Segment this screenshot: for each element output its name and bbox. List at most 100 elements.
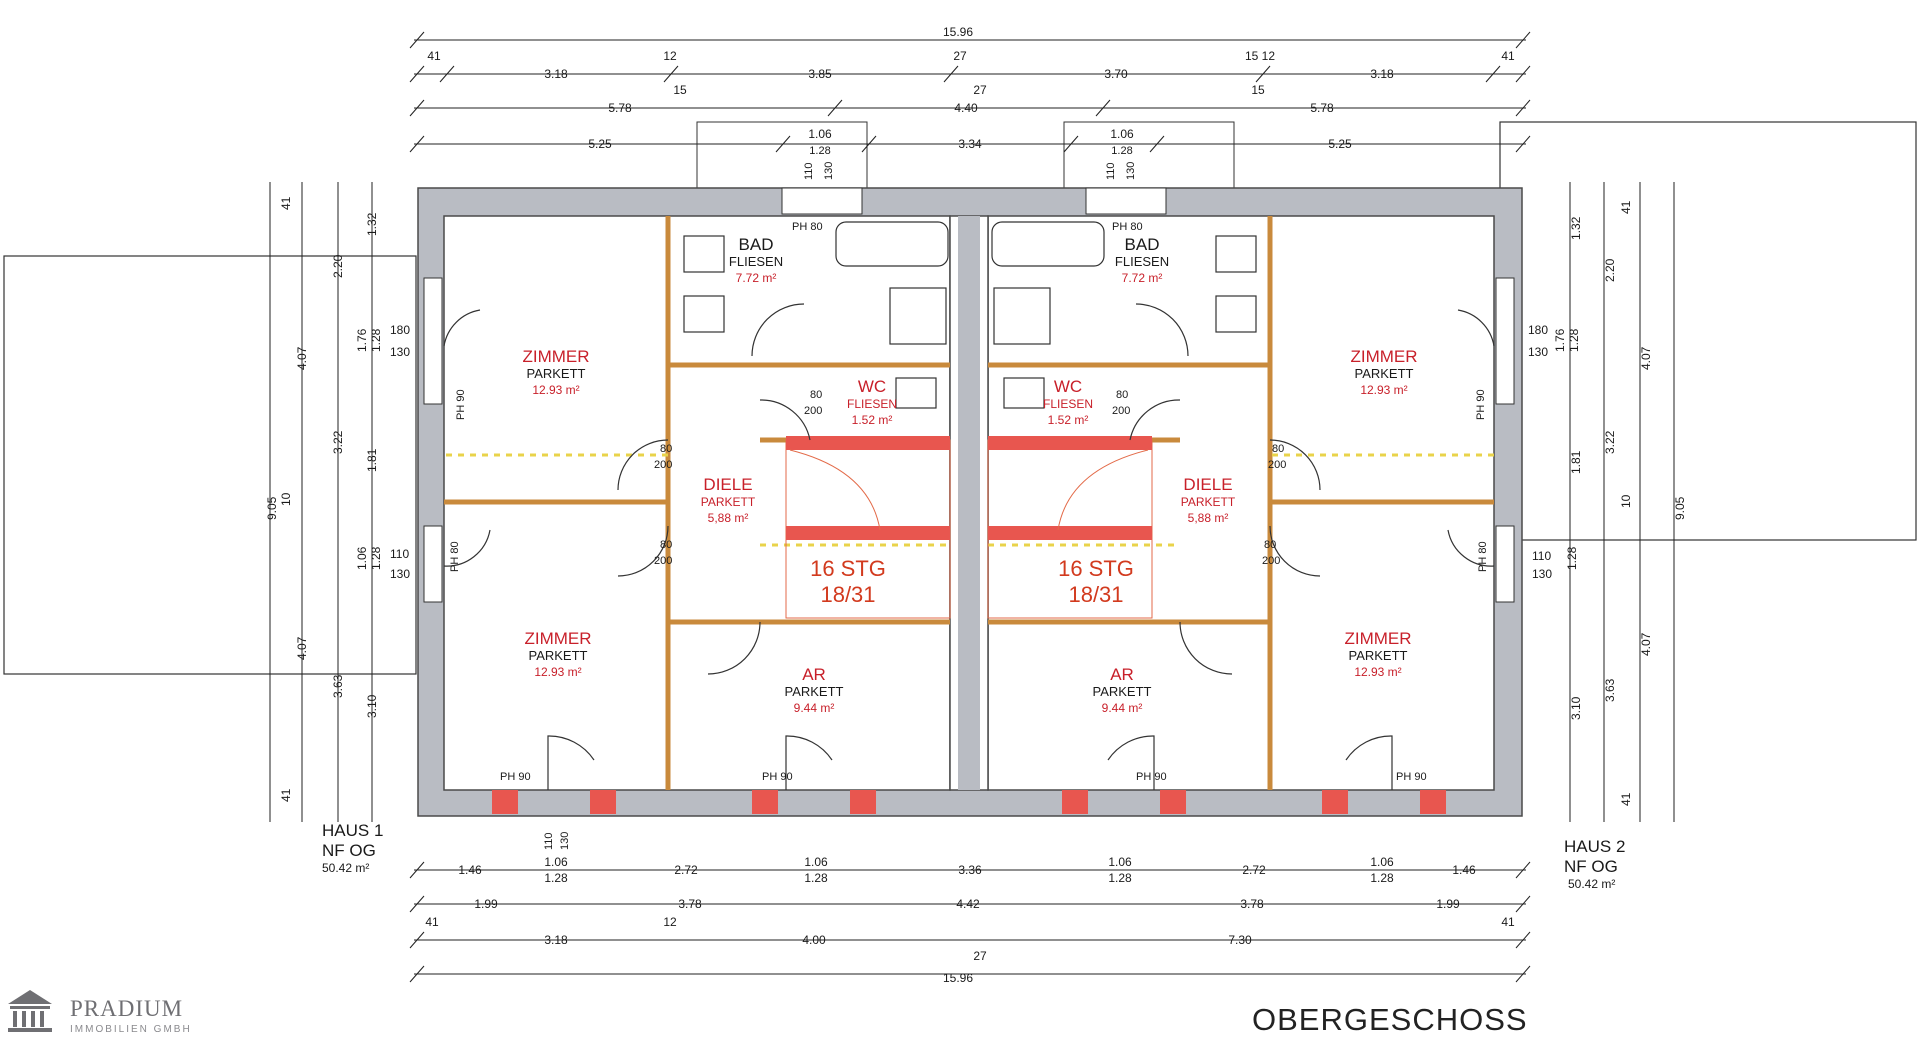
house-1-area: 50.42 m²: [322, 861, 369, 875]
dim-top-r2-0: 41: [427, 49, 441, 63]
dim-left-19: 41: [279, 788, 293, 802]
dim-right-14: 1.28: [1565, 546, 1579, 570]
room-h1-ar-area: 9.44 m²: [794, 701, 835, 715]
dim-right-7: 130: [1528, 345, 1548, 359]
room-h1-bad-area: 7.72 m²: [736, 271, 777, 285]
house-1-name: HAUS 1: [322, 821, 383, 840]
logo-subtitle: IMMOBILIEN GMBH: [70, 1024, 192, 1035]
dim-top-total: 15.96: [943, 25, 973, 39]
window-label-ph90-r: PH 90: [1475, 389, 1487, 420]
dim-left-14: 110: [390, 547, 409, 561]
room-h1-zimmer-top-floor: PARKETT: [527, 366, 586, 381]
door-label-80-d: 80: [1272, 443, 1284, 455]
dim-bot-r1-3: 1.06: [804, 855, 828, 869]
room-h2-zimmer-top-floor: PARKETT: [1355, 366, 1414, 381]
dim-left-17: 3.63: [331, 674, 345, 698]
dim-bot-r3-1: 3.18: [544, 933, 568, 947]
dim-right-18: 41: [1619, 792, 1633, 806]
dim-top-open-4: 110: [1105, 162, 1117, 180]
room-h1-zimmer-bottom-name: ZIMMER: [524, 629, 591, 648]
room-h2-ar-name: AR: [1110, 665, 1134, 684]
dim-right-5: 1.28: [1567, 328, 1581, 352]
dim-bot-r3-5: 7.30: [1228, 933, 1252, 947]
door-label-200-b: 200: [654, 555, 672, 567]
dim-bot-r1-0: 1.46: [458, 863, 482, 877]
room-h2-zimmer-bottom-floor: PARKETT: [1349, 648, 1408, 663]
bath-fixtures: [683, 221, 1257, 409]
door-label-200-d: 200: [1268, 459, 1286, 471]
logo-name: PRADIUM: [70, 996, 183, 1021]
door-label-80-a: 80: [660, 443, 672, 455]
door-label-200-a: 200: [654, 459, 672, 471]
dim-top-r4-1: 1.06: [808, 127, 832, 141]
window-label-ph80-top-r: PH 80: [1112, 221, 1143, 233]
stair-h1-ratio: 18/31: [820, 582, 875, 607]
dim-bot-r1-5: 1.06: [1108, 855, 1132, 869]
house-2-name: HAUS 2: [1564, 837, 1625, 856]
dim-left-9: 1.81: [365, 448, 379, 472]
dim-bot-r2-3: 3.78: [1240, 897, 1264, 911]
stair-house-1: [785, 436, 951, 619]
dim-bot-r1-4: 3.36: [958, 863, 982, 877]
dim-top-r2b-2: 15: [1251, 83, 1265, 97]
windows-side: [423, 187, 1515, 603]
window-label-ph90-bot-2: PH 90: [762, 771, 793, 783]
room-h2-zimmer-top-name: ZIMMER: [1350, 347, 1417, 366]
dim-right-13: 130: [1532, 567, 1552, 581]
dim-right-4: 1.76: [1553, 328, 1567, 352]
dim-bot-r1-6: 2.72: [1242, 863, 1266, 877]
door-label-80-f: 80: [1116, 389, 1128, 401]
dim-top-r2-6: 15 12: [1245, 49, 1275, 63]
window-label-ph90-bot-3: PH 90: [1136, 771, 1167, 783]
dim-bot-r3-4: 27: [973, 949, 987, 963]
room-h1-ar-name: AR: [802, 665, 826, 684]
room-h2-bad-name: BAD: [1125, 235, 1160, 254]
window-label-ph80-top-l: PH 80: [792, 221, 823, 233]
dim-right-9: 1.81: [1569, 450, 1583, 474]
door-label-80-e: 80: [1264, 539, 1276, 551]
room-h2-zimmer-bottom-name: ZIMMER: [1344, 629, 1411, 648]
dim-left-2: 2.20: [331, 254, 345, 278]
dim-bot-r3-0: 41: [425, 915, 439, 929]
room-h2-bad-area: 7.72 m²: [1122, 271, 1163, 285]
dim-right-3: 4.07: [1639, 346, 1653, 370]
room-h2-bad-floor: FLIESEN: [1115, 254, 1169, 269]
dim-left-7: 130: [390, 345, 410, 359]
window-label-ph80-r: PH 80: [1477, 541, 1489, 572]
terrace-left: [3, 255, 417, 675]
stair-h2-ratio: 18/31: [1068, 582, 1123, 607]
door-label-80-b: 80: [660, 539, 672, 551]
dim-left-8: 3.22: [331, 430, 345, 454]
house-2-level: NF OG: [1564, 857, 1618, 876]
door-swings: [443, 303, 1495, 790]
dim-left-0: 41: [279, 196, 293, 210]
dim-right-10: 9.05: [1673, 496, 1687, 520]
dim-bot-r3-3: 4.00: [802, 933, 826, 947]
dim-bot-r1b-3: 1.28: [1370, 871, 1394, 885]
dim-bot-r1b-0: 1.28: [544, 871, 568, 885]
dim-left-10: 9.05: [265, 496, 279, 520]
room-h1-bad-name: BAD: [739, 235, 774, 254]
dim-right-6: 180: [1528, 323, 1548, 337]
room-h2-wc-name: WC: [1054, 377, 1082, 396]
dim-left-16: 4.07: [295, 636, 309, 660]
room-h2-zimmer-bottom-area: 12.93 m²: [1354, 665, 1401, 679]
dim-top-r3-2: 5.78: [1310, 101, 1334, 115]
room-h1-diele-area: 5,88 m²: [708, 511, 749, 525]
dim-bot-r1-7: 1.06: [1370, 855, 1394, 869]
dim-top-r4-0: 5.25: [588, 137, 612, 151]
room-h2-ar-area: 9.44 m²: [1102, 701, 1143, 715]
door-label-200-c: 200: [804, 405, 822, 417]
room-h2-diele-name: DIELE: [1183, 475, 1232, 494]
window-label-ph90-bot-1: PH 90: [500, 771, 531, 783]
dim-bot-r2-0: 1.99: [474, 897, 498, 911]
dim-right-8: 3.22: [1603, 430, 1617, 454]
dim-left-4: 1.76: [355, 328, 369, 352]
dim-top-r2b-1: 27: [973, 83, 987, 97]
dim-bot-r2-1: 3.78: [678, 897, 702, 911]
room-h1-bad-floor: FLIESEN: [729, 254, 783, 269]
shaft-left: [696, 121, 868, 189]
house-1-level: NF OG: [322, 841, 376, 860]
room-h2-wc-area: 1.52 m²: [1048, 413, 1089, 427]
room-h1-ar-floor: PARKETT: [785, 684, 844, 699]
